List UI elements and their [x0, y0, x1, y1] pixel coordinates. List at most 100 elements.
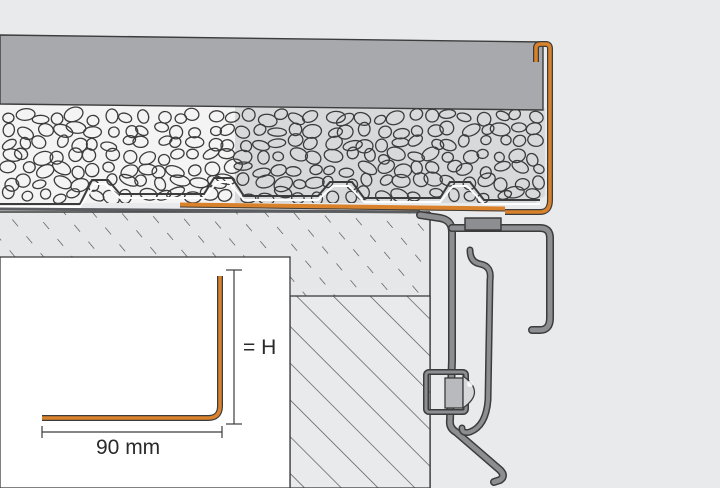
gravel-stone [377, 159, 396, 175]
gravel-stone [273, 108, 289, 121]
gravel-stone [13, 147, 29, 161]
gravel-stone [301, 110, 319, 123]
gravel-stone [335, 112, 355, 127]
gravel-stone [378, 125, 393, 139]
gravel-stone [456, 112, 472, 123]
gravel-stone [21, 190, 34, 202]
gravel-stone [342, 139, 363, 152]
gravel-stone [532, 175, 545, 190]
gravel-stone [476, 148, 489, 160]
gravel-stone [455, 162, 474, 176]
gravel-stone [15, 173, 31, 188]
gravel-stone [2, 112, 15, 124]
gravel-stone [239, 139, 253, 153]
sealing-membrane [0, 202, 506, 214]
gravel-stone [323, 148, 344, 163]
gravel-stone [118, 173, 139, 187]
width-dimension-label: 90 mm [96, 436, 161, 459]
gravel-stone [346, 146, 360, 160]
gravel-stone [326, 190, 340, 203]
gravel-stone [208, 137, 224, 152]
gravel-stone [493, 160, 511, 172]
fastening-screw-icon [444, 374, 476, 410]
gravel-stone [138, 163, 158, 176]
gravel-stone [427, 124, 444, 138]
gravel-stone [236, 172, 250, 187]
gravel-stone [377, 154, 391, 165]
gravel-stone [106, 173, 118, 186]
gravel-stone [15, 108, 36, 121]
gravel-stone [461, 123, 481, 137]
gravel-stone [223, 158, 244, 175]
gravel-stone [304, 176, 325, 189]
gravel-stone [209, 125, 223, 137]
gravel-stone [32, 179, 47, 190]
gravel-stone [22, 161, 36, 174]
drip-edge-profile [416, 211, 554, 486]
drainage-mat [0, 177, 540, 208]
gravel-stone [500, 134, 512, 146]
gravel-stone [19, 136, 32, 150]
gravel-stone [409, 108, 424, 121]
gravel-stone [184, 136, 205, 149]
gravel-stone [105, 147, 121, 162]
gravel-stone [272, 151, 285, 162]
gravel-stone [184, 107, 200, 121]
gravel-stone [123, 149, 138, 164]
gravel-stone [302, 136, 318, 151]
gravel-stone [122, 134, 137, 146]
gravel-stone [357, 160, 378, 176]
gravel-stone [439, 174, 456, 187]
profile-inset-panel [0, 256, 291, 488]
gravel-stone [169, 136, 182, 149]
gravel-stone [82, 126, 103, 139]
gravel-stone [70, 178, 90, 193]
gravel-stone [154, 121, 170, 133]
gravel-stone [421, 146, 440, 162]
gravel-stone [273, 185, 293, 199]
gravel-stone [117, 112, 133, 124]
gravel-stone [439, 120, 455, 136]
gravel-stone [202, 147, 220, 160]
gravel-stone [56, 134, 69, 149]
gravel-stone [289, 147, 309, 162]
gravel-stone [105, 108, 119, 124]
gravel-stone [508, 148, 527, 164]
gravel-stone [425, 108, 440, 123]
height-dimension-line [226, 269, 242, 425]
gravel-stone [462, 149, 480, 164]
gravel-stone [153, 176, 167, 191]
gravel-stone [232, 149, 253, 165]
gravel-stone [527, 133, 544, 148]
gravel-stone [135, 125, 149, 137]
width-dimension-line [41, 426, 223, 438]
gravel-stone [132, 135, 149, 149]
gravel-stone [441, 151, 455, 163]
gravel-stone [186, 148, 199, 160]
gravel-stone [267, 127, 288, 137]
gravel-stone [170, 148, 185, 160]
gravel-stone [84, 162, 100, 178]
gravel-stone [309, 164, 323, 176]
gravel-stone [379, 174, 394, 186]
gravel-stone [138, 151, 157, 166]
profile-edge-lip [505, 41, 553, 215]
gravel-stone [63, 106, 84, 123]
gravel-stone [325, 135, 343, 151]
gravel-stone [165, 165, 185, 178]
gravel-stone [338, 167, 355, 178]
gravel-stone [102, 161, 115, 173]
gravel-stone [374, 138, 389, 153]
gravel-stone [463, 190, 477, 202]
gravel-stone [439, 138, 457, 152]
gravel-bed [0, 103, 545, 203]
gravel-stone [189, 177, 210, 189]
profile-section-drawing [42, 276, 223, 421]
gravel-stone [51, 160, 72, 176]
gravel-stone [219, 123, 235, 137]
gravel-stone [166, 186, 186, 199]
gravel-stone [241, 107, 256, 122]
gravel-stone [323, 165, 336, 176]
gravel-stone [270, 164, 287, 177]
